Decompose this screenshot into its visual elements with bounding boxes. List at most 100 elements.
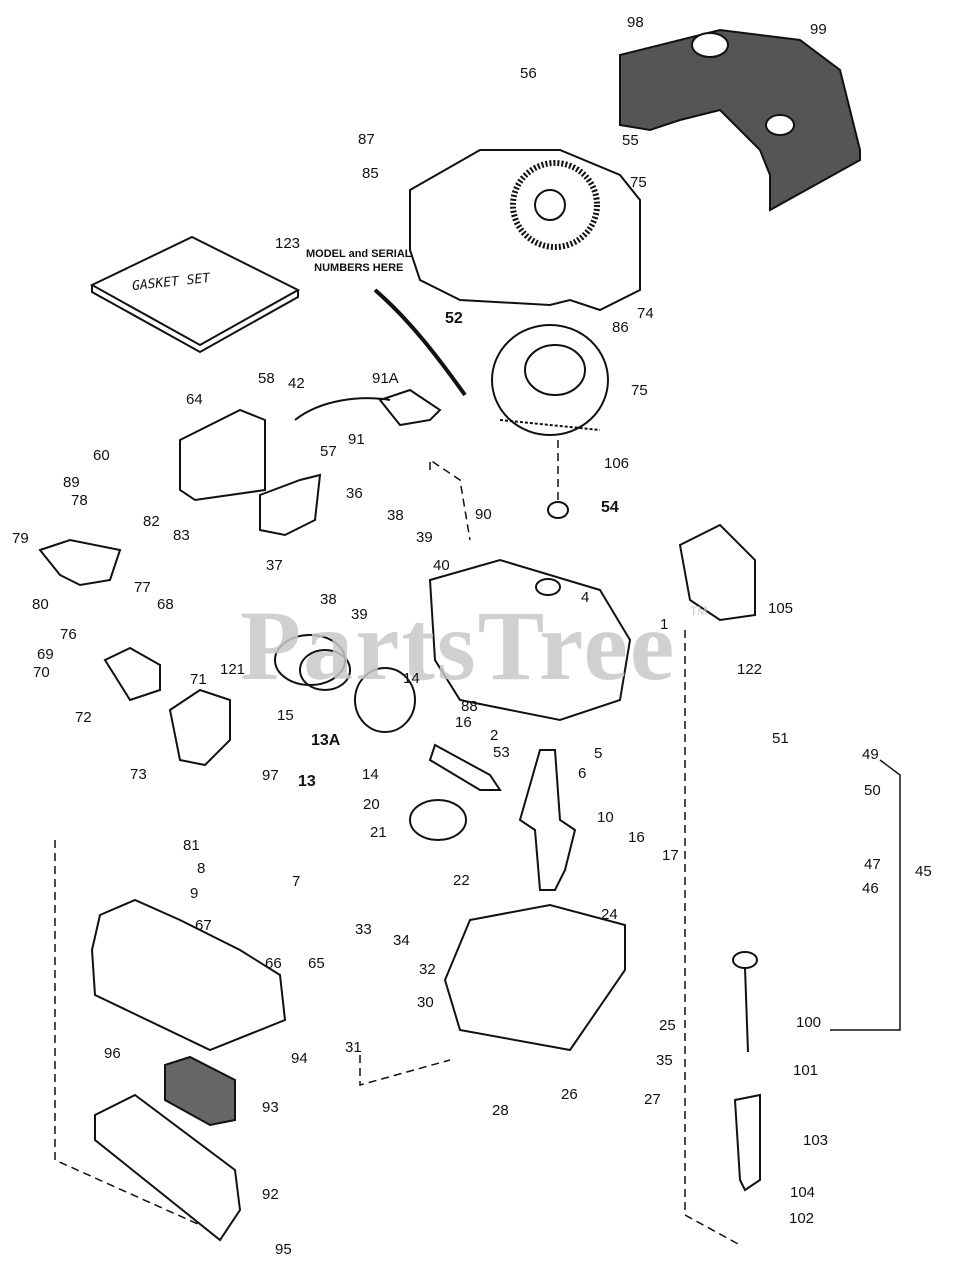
callout-16: 16: [628, 829, 645, 846]
callout-37: 37: [266, 557, 283, 574]
callout-46: 46: [862, 880, 879, 897]
callout-53: 53: [493, 744, 510, 761]
callout-30: 30: [417, 994, 434, 1011]
part-104-dipstick-tube: [733, 1093, 761, 1192]
callout-22: 22: [453, 872, 470, 889]
callout-102: 102: [789, 1210, 815, 1227]
callout-103: 103: [803, 1132, 829, 1149]
callout-82: 82: [143, 513, 160, 530]
callout-25: 25: [659, 1017, 676, 1034]
callout-6: 6: [578, 765, 587, 782]
callout-32: 32: [419, 961, 436, 978]
callout-58: 58: [258, 370, 275, 387]
callout-14: 14: [403, 670, 420, 687]
callout-121: 121: [220, 661, 246, 678]
callout-7: 7: [292, 873, 301, 890]
model-serial-note: MODEL and SERIAL NUMBERS HERE: [306, 247, 412, 276]
callout-96: 96: [104, 1045, 121, 1062]
callout-81: 81: [183, 837, 200, 854]
callout-70: 70: [33, 664, 50, 681]
blower-grille: [510, 160, 600, 250]
callout-26: 26: [561, 1086, 578, 1103]
part-91-ignition-module: [378, 388, 442, 427]
callout-27: 27: [644, 1091, 661, 1108]
callout-21: 21: [370, 824, 387, 841]
callout-35: 35: [656, 1052, 673, 1069]
part-123-gasket-set: [89, 235, 301, 347]
callout-60: 60: [93, 447, 110, 464]
part-21-cam-gear: [409, 799, 467, 841]
shroud-hole: [765, 114, 795, 136]
callout-91: 91: [348, 431, 365, 448]
watermark: PartsTree: [240, 590, 677, 701]
part-42-spark-plug-wire: [294, 397, 391, 421]
callout-77: 77: [134, 579, 151, 596]
callout-47: 47: [864, 856, 881, 873]
callout-50: 50: [864, 782, 881, 799]
part-98-shroud: [619, 28, 861, 212]
callout-97: 97: [262, 767, 279, 784]
callout-66: 66: [265, 955, 282, 972]
callout-36: 36: [346, 485, 363, 502]
callout-122: 122: [737, 661, 763, 678]
callout-76: 76: [60, 626, 77, 643]
callout-56: 56: [520, 65, 537, 82]
callout-51: 51: [772, 730, 789, 747]
part-85-blower-housing: [409, 149, 641, 312]
callout-87: 87: [358, 131, 375, 148]
callout-64: 64: [186, 391, 203, 408]
part-122-rewind-starter: [678, 523, 756, 622]
callout-54: 54: [601, 499, 619, 516]
callout-80: 80: [32, 596, 49, 613]
callout-100: 100: [796, 1014, 822, 1031]
part-121-carburetor: [168, 688, 231, 767]
callout-52: 52: [445, 310, 463, 327]
callout-95: 95: [275, 1241, 292, 1258]
part-52-wire: [373, 288, 467, 397]
callout-13: 13: [298, 773, 316, 790]
callout-93: 93: [262, 1099, 279, 1116]
part-57-head-gasket: [259, 473, 322, 537]
note-line-1: MODEL and SERIAL: [306, 248, 412, 260]
part-100-dipstick-cap: [732, 951, 758, 969]
callout-69: 69: [37, 646, 54, 663]
callout-38: 38: [387, 507, 404, 524]
callout-5: 5: [594, 745, 603, 762]
part-92-air-cleaner-base: [94, 1093, 242, 1242]
callout-104: 104: [790, 1184, 816, 1201]
callout-67: 67: [195, 917, 212, 934]
callout-10: 10: [597, 809, 614, 826]
callout-123: 123: [275, 235, 301, 252]
callout-40: 40: [433, 557, 450, 574]
callout-75: 75: [631, 382, 648, 399]
part-77-bracket: [38, 538, 122, 587]
callout-42: 42: [288, 375, 305, 392]
callout-91a: 91A: [372, 370, 399, 387]
callout-34: 34: [393, 932, 410, 949]
watermark-trademark: TM: [690, 604, 708, 618]
part-106-flywheel: [491, 324, 609, 436]
callout-45: 45: [915, 863, 932, 880]
part-10-crankshaft: [518, 749, 577, 891]
callout-39: 39: [351, 606, 368, 623]
callout-106: 106: [604, 455, 630, 472]
callout-85: 85: [362, 165, 379, 182]
callout-4: 4: [581, 589, 590, 606]
part-13A-piston: [354, 667, 416, 733]
callout-28: 28: [492, 1102, 509, 1119]
part-1-engine-block: [428, 558, 632, 722]
callout-101: 101: [793, 1062, 819, 1079]
callout-94: 94: [291, 1050, 308, 1067]
callout-88: 88: [461, 698, 478, 715]
callout-14: 14: [362, 766, 379, 783]
callout-99: 99: [810, 21, 827, 38]
callout-9: 9: [190, 885, 199, 902]
callout-57: 57: [320, 443, 337, 460]
callout-105: 105: [768, 600, 794, 617]
callout-38: 38: [320, 591, 337, 608]
part-69-intake: [103, 646, 161, 702]
part-45-breather-bracket: [830, 759, 901, 1031]
part-93-air-filter: [164, 1055, 236, 1127]
